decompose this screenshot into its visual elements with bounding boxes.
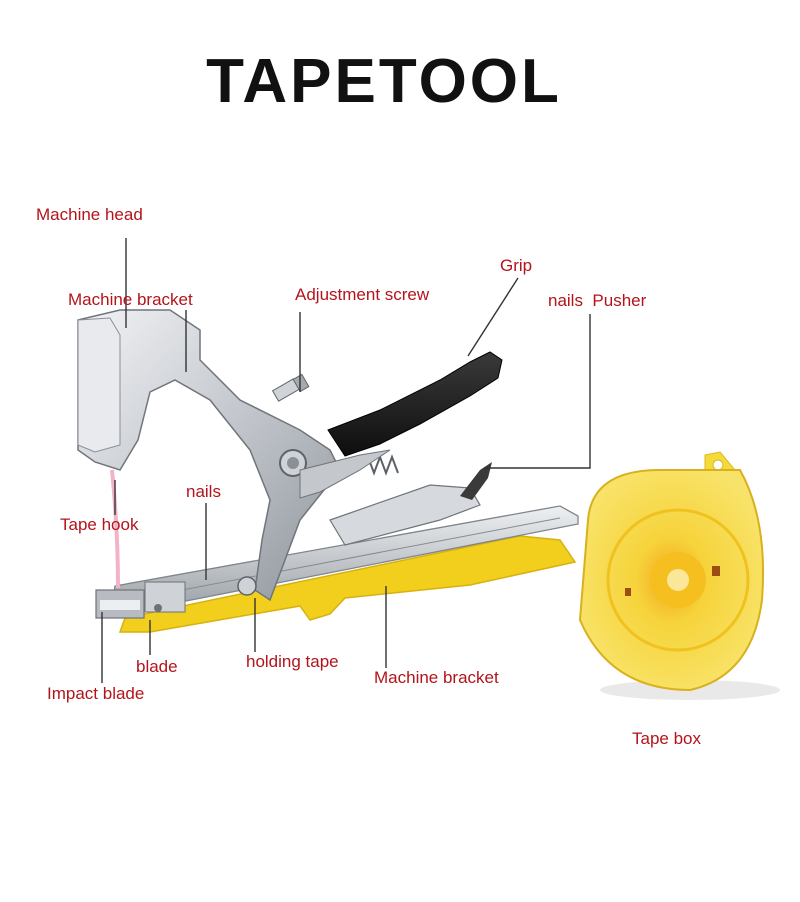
label-impact-blade: Impact blade <box>47 684 145 703</box>
handle-grip <box>327 351 503 457</box>
machine-bracket-body <box>77 309 341 602</box>
leader-lines <box>101 238 591 683</box>
label-nails-pusher: nails Pusher <box>548 291 647 310</box>
front-clamp <box>95 581 186 619</box>
label-machine-head: Machine head <box>36 205 143 224</box>
tape-strand <box>110 469 120 589</box>
pivot-lower <box>237 576 257 596</box>
handle-lower-arm <box>299 449 391 499</box>
label-holding-tape: holding tape <box>246 652 339 671</box>
yellow-base-bar <box>118 535 577 633</box>
label-machine-bracket-top: Machine bracket <box>68 290 193 309</box>
label-machine-bracket-bottom: Machine bracket <box>374 668 499 687</box>
pusher-linkage <box>329 484 481 546</box>
page-title: TAPETOOL <box>206 47 562 116</box>
label-tape-box: Tape box <box>632 729 701 748</box>
tape-box <box>578 451 765 692</box>
machine-head-inner <box>77 317 121 453</box>
nails-pusher <box>460 462 492 500</box>
label-tape-hook: Tape hook <box>60 515 139 534</box>
label-nails: nails <box>186 482 221 501</box>
label-blade: blade <box>136 657 178 676</box>
adjustment-screw <box>271 373 310 402</box>
label-adjustment-screw: Adjustment screw <box>295 285 430 304</box>
label-grip: Grip <box>500 256 533 275</box>
